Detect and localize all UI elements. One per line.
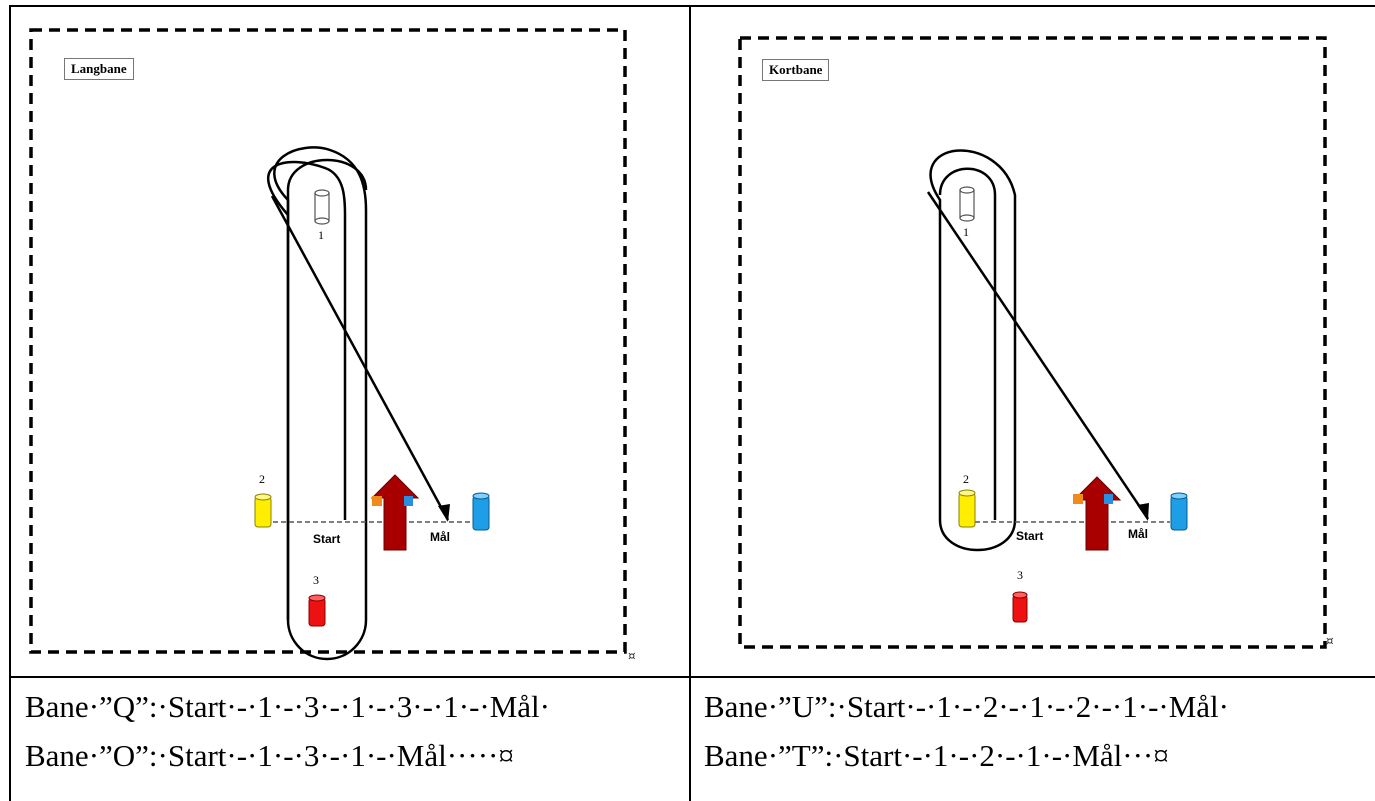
pylon-1-icon (314, 189, 330, 225)
finish-marker-icon (1104, 494, 1113, 504)
finish-pylon-icon (1170, 492, 1188, 531)
pylon-3-number: 3 (1017, 568, 1023, 582)
start-marker-icon (1073, 494, 1083, 504)
return-path-arrowhead (438, 504, 450, 522)
start-marker-icon (372, 496, 382, 506)
table-left-border (9, 5, 11, 801)
start-label: Start (1016, 529, 1044, 543)
table-row-divider (9, 676, 1375, 678)
inner-course-loop (938, 167, 997, 520)
pylon-2-icon (254, 493, 272, 528)
finish-marker-icon (404, 496, 413, 506)
outer-course-loop (929, 149, 1017, 552)
wind-direction-arrow-icon (370, 474, 420, 551)
outer-top-curve (286, 158, 368, 620)
route-line-1: Bane·”U”:·Start·-·1·-·2·-·1·-·2·-·1·-·Må… (704, 689, 1229, 724)
return-path-arrowhead (1137, 503, 1149, 521)
cell-end-marker: ¤ (1326, 634, 1334, 648)
course-title: Langbane (64, 58, 134, 80)
cell-end-marker: ¤ (628, 649, 636, 663)
pylon-3-icon (308, 594, 326, 627)
pylon-2-number: 2 (963, 472, 969, 486)
course-title: Kortbane (762, 59, 830, 81)
langbane-diagram (29, 28, 627, 661)
kortbane-diagram (738, 36, 1327, 649)
course-area-frame (738, 36, 1327, 649)
inner-course-loop (266, 160, 347, 520)
table-top-border (9, 5, 1375, 7)
finish-pylon-icon (472, 492, 490, 531)
pylon-1-icon (959, 186, 975, 222)
outer-course-loop (273, 146, 368, 661)
route-line-2: Bane·”O”:·Start·-·1·-·3·-·1·-·Mål·····¤ (25, 738, 514, 773)
route-line-1: Bane·”Q”:·Start·-·1·-·3·-·1·-·3·-·1·-·Må… (25, 689, 550, 724)
start-label: Start (313, 532, 341, 546)
course-area-frame (29, 28, 627, 654)
finish-label: Mål (430, 530, 451, 544)
return-path (270, 195, 450, 521)
pylon-2-icon (958, 489, 976, 528)
finish-label: Mål (1128, 527, 1149, 541)
pylon-3-number: 3 (313, 573, 319, 587)
pylon-1-number: 1 (963, 225, 969, 239)
pylon-2-number: 2 (259, 472, 265, 486)
wind-direction-arrow-icon (1072, 476, 1122, 551)
table-column-divider (689, 5, 691, 801)
return-path (926, 191, 1150, 520)
pylon-3-icon (1012, 591, 1028, 623)
route-line-2: Bane·”T”:·Start·-·1·-·2·-·1·-·Mål···¤ (704, 738, 1169, 773)
pylon-1-number: 1 (318, 228, 324, 242)
